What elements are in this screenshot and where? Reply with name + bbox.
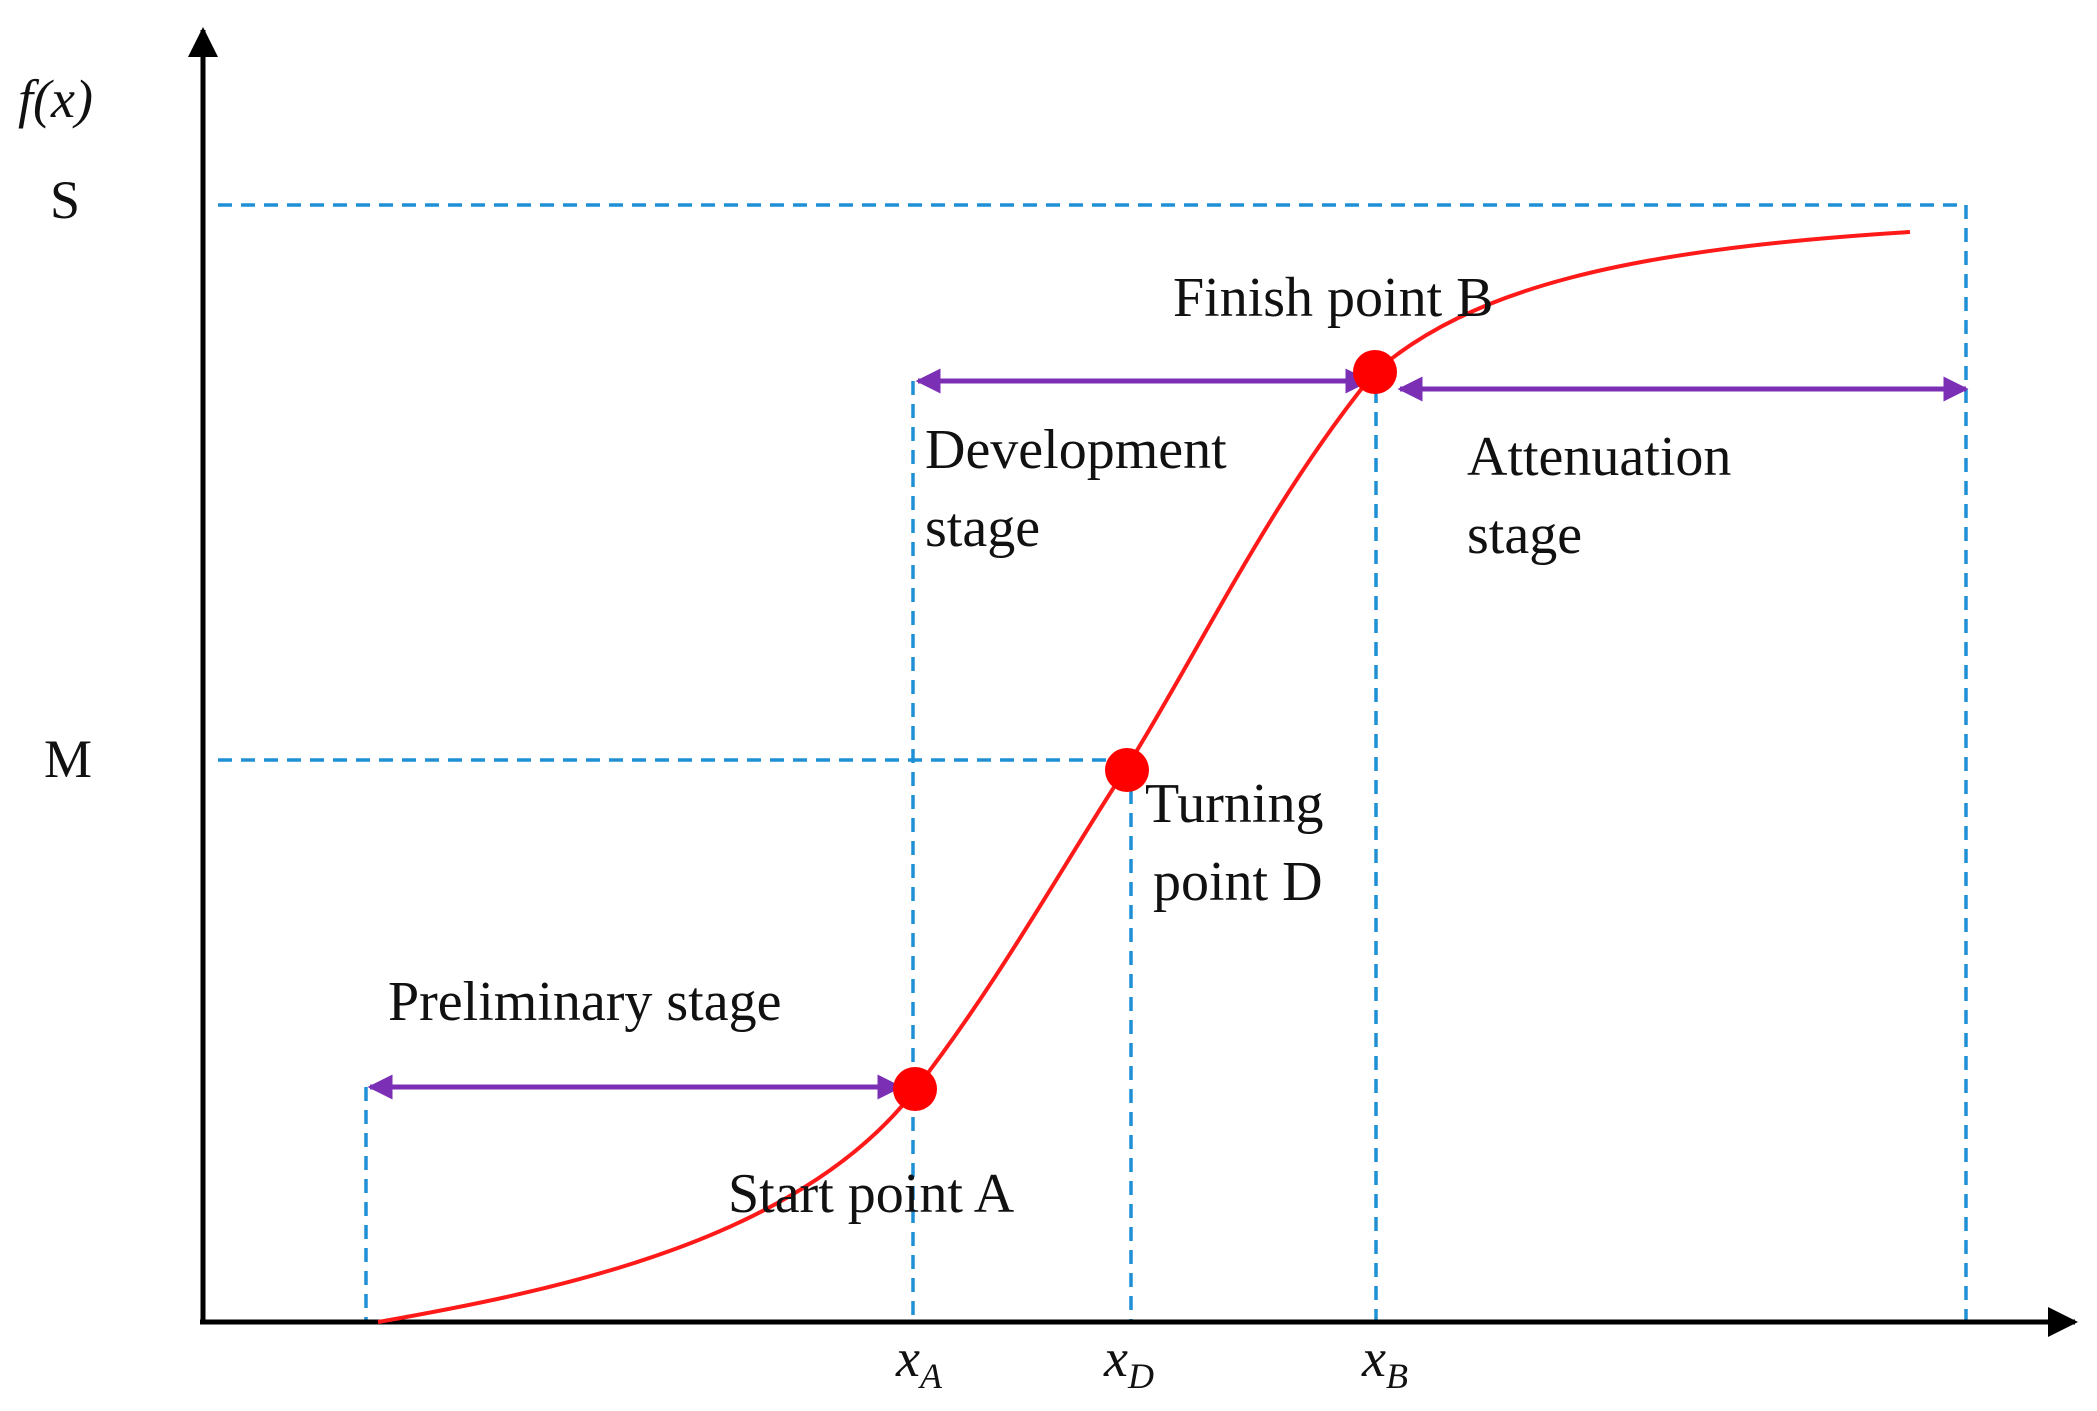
x-tick-xb-sub: B — [1386, 1356, 1408, 1396]
x-tick-xd-main: x — [1103, 1328, 1128, 1388]
finish-point-b-label: Finish point B — [1173, 267, 1494, 329]
y-tick-m: M — [44, 729, 92, 789]
turning-point-d-label-line2: point D — [1153, 851, 1323, 913]
start-point-a-label: Start point A — [728, 1163, 1015, 1225]
y-tick-s: S — [50, 170, 80, 230]
x-tick-xb: xB — [1361, 1328, 1408, 1396]
attenuation-stage-label-line1: Attenuation — [1467, 426, 1731, 488]
development-stage-label-line2: stage — [925, 497, 1040, 559]
preliminary-stage-label: Preliminary stage — [388, 971, 781, 1033]
x-tick-xa-main: x — [895, 1328, 920, 1388]
x-tick-xa: xA — [895, 1328, 943, 1396]
x-tick-xd-sub: D — [1127, 1356, 1154, 1396]
finish-point-b-marker — [1353, 350, 1397, 394]
x-tick-xb-main: x — [1361, 1328, 1386, 1388]
x-tick-xd: xD — [1103, 1328, 1154, 1396]
development-stage-label-line1: Development — [925, 419, 1227, 481]
x-tick-xa-sub: A — [918, 1356, 943, 1396]
y-axis-label: f(x) — [18, 69, 93, 129]
start-point-a-marker — [893, 1067, 937, 1111]
guide-lines — [218, 203, 1968, 1322]
turning-point-d-label-line1: Turning — [1145, 773, 1323, 835]
turning-point-d-marker — [1105, 748, 1149, 792]
attenuation-stage-label-line2: stage — [1467, 504, 1582, 566]
